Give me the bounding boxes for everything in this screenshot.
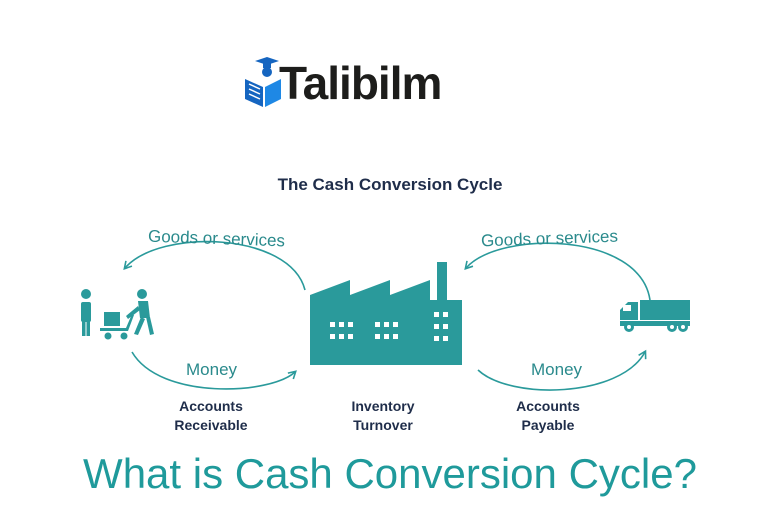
left-money-arrow [131, 351, 297, 390]
stage-line1: Accounts [179, 398, 243, 414]
graduate-book-icon [245, 57, 281, 107]
stage-line2: Payable [521, 417, 575, 433]
stage-line1: Inventory [351, 398, 415, 414]
stage-line2: Receivable [174, 417, 248, 433]
stage-accounts-receivable: Accounts Receivable [131, 397, 291, 435]
right-money-arrow [477, 349, 647, 391]
stage-inventory-turnover: Inventory Turnover [303, 397, 463, 435]
left-money-label: Money [186, 360, 238, 379]
diagram-title: The Cash Conversion Cycle [277, 175, 503, 194]
factory-icon [310, 262, 462, 365]
right-goods-arrow [464, 242, 651, 301]
left-goods-arrow [123, 240, 306, 291]
stage-line1: Accounts [516, 398, 580, 414]
right-money-label: Money [531, 360, 583, 379]
stage-accounts-payable: Accounts Payable [468, 397, 628, 435]
brand-logo: Talibilm [243, 55, 448, 115]
stage-line2: Turnover [353, 417, 413, 433]
page-headline: What is Cash Conversion Cycle? [83, 450, 697, 497]
brand-name: Talibilm [279, 57, 442, 109]
truck-icon [620, 300, 690, 332]
customer-delivery-icon [81, 289, 154, 340]
